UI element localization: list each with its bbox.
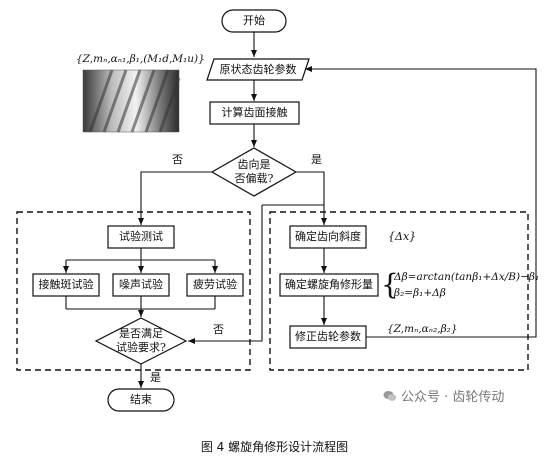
test-group-dashed xyxy=(16,211,251,371)
gear-image xyxy=(82,69,181,133)
bias-decision-node xyxy=(210,147,298,197)
correct-params-label: 修正齿轮参数 xyxy=(295,330,361,343)
yes-branch-label: 是 xyxy=(311,153,322,166)
helix-mod-label: 确定螺旋角修形量 xyxy=(285,278,373,291)
contact-test-label: 接触斑试验 xyxy=(38,278,94,291)
bias-decision-label-1: 齿向是 xyxy=(237,158,271,171)
bias-decision-label-2: 否偏载? xyxy=(234,172,274,185)
test-label: 试验测试 xyxy=(119,230,163,243)
watermark-text: 公众号 · 齿轮传动 xyxy=(401,390,505,405)
fatigue-test-label: 疲劳试验 xyxy=(193,278,237,291)
requirement-decision-label-1: 是否满足 xyxy=(119,327,163,340)
original-params-label: 原状态齿轮参数 xyxy=(219,63,297,76)
delta-x-label: {Δx} xyxy=(388,230,417,243)
equation-2: β₂=β₁+Δβ xyxy=(394,287,446,299)
requirement-decision-label-2: 试验要求? xyxy=(116,341,166,354)
calc-contact-label: 计算齿面接触 xyxy=(221,106,288,119)
wechat-icon xyxy=(383,391,397,401)
req-yes-label: 是 xyxy=(150,371,161,384)
figure-caption: 图 4 螺旋角修形设计流程图 xyxy=(200,440,349,454)
output-params-label: {Z,mₙ,αₙ₂,β₂} xyxy=(387,323,458,335)
noise-test-label: 噪声试验 xyxy=(119,278,163,291)
input-params-label: {Z,mₙ,αₙ₁,β₁,(M₁d,M₁u)} xyxy=(76,53,205,65)
end-label: 结束 xyxy=(130,393,152,406)
watermark: 公众号 · 齿轮传动 xyxy=(383,386,504,405)
no-branch-label: 否 xyxy=(172,153,183,166)
end-node xyxy=(107,388,175,412)
equation-brace: { xyxy=(381,268,399,301)
start-label: 开始 xyxy=(243,14,265,27)
original-params-node xyxy=(206,58,310,81)
slope-label: 确定齿向斜度 xyxy=(295,230,361,243)
equation-1: Δβ=arctan(tanβ₁+Δx/B)−β₁ xyxy=(394,271,540,283)
correction-group-dashed xyxy=(269,211,529,371)
req-no-label: 否 xyxy=(213,323,224,336)
slope-node xyxy=(289,225,367,249)
helix-mod-node xyxy=(279,273,379,297)
